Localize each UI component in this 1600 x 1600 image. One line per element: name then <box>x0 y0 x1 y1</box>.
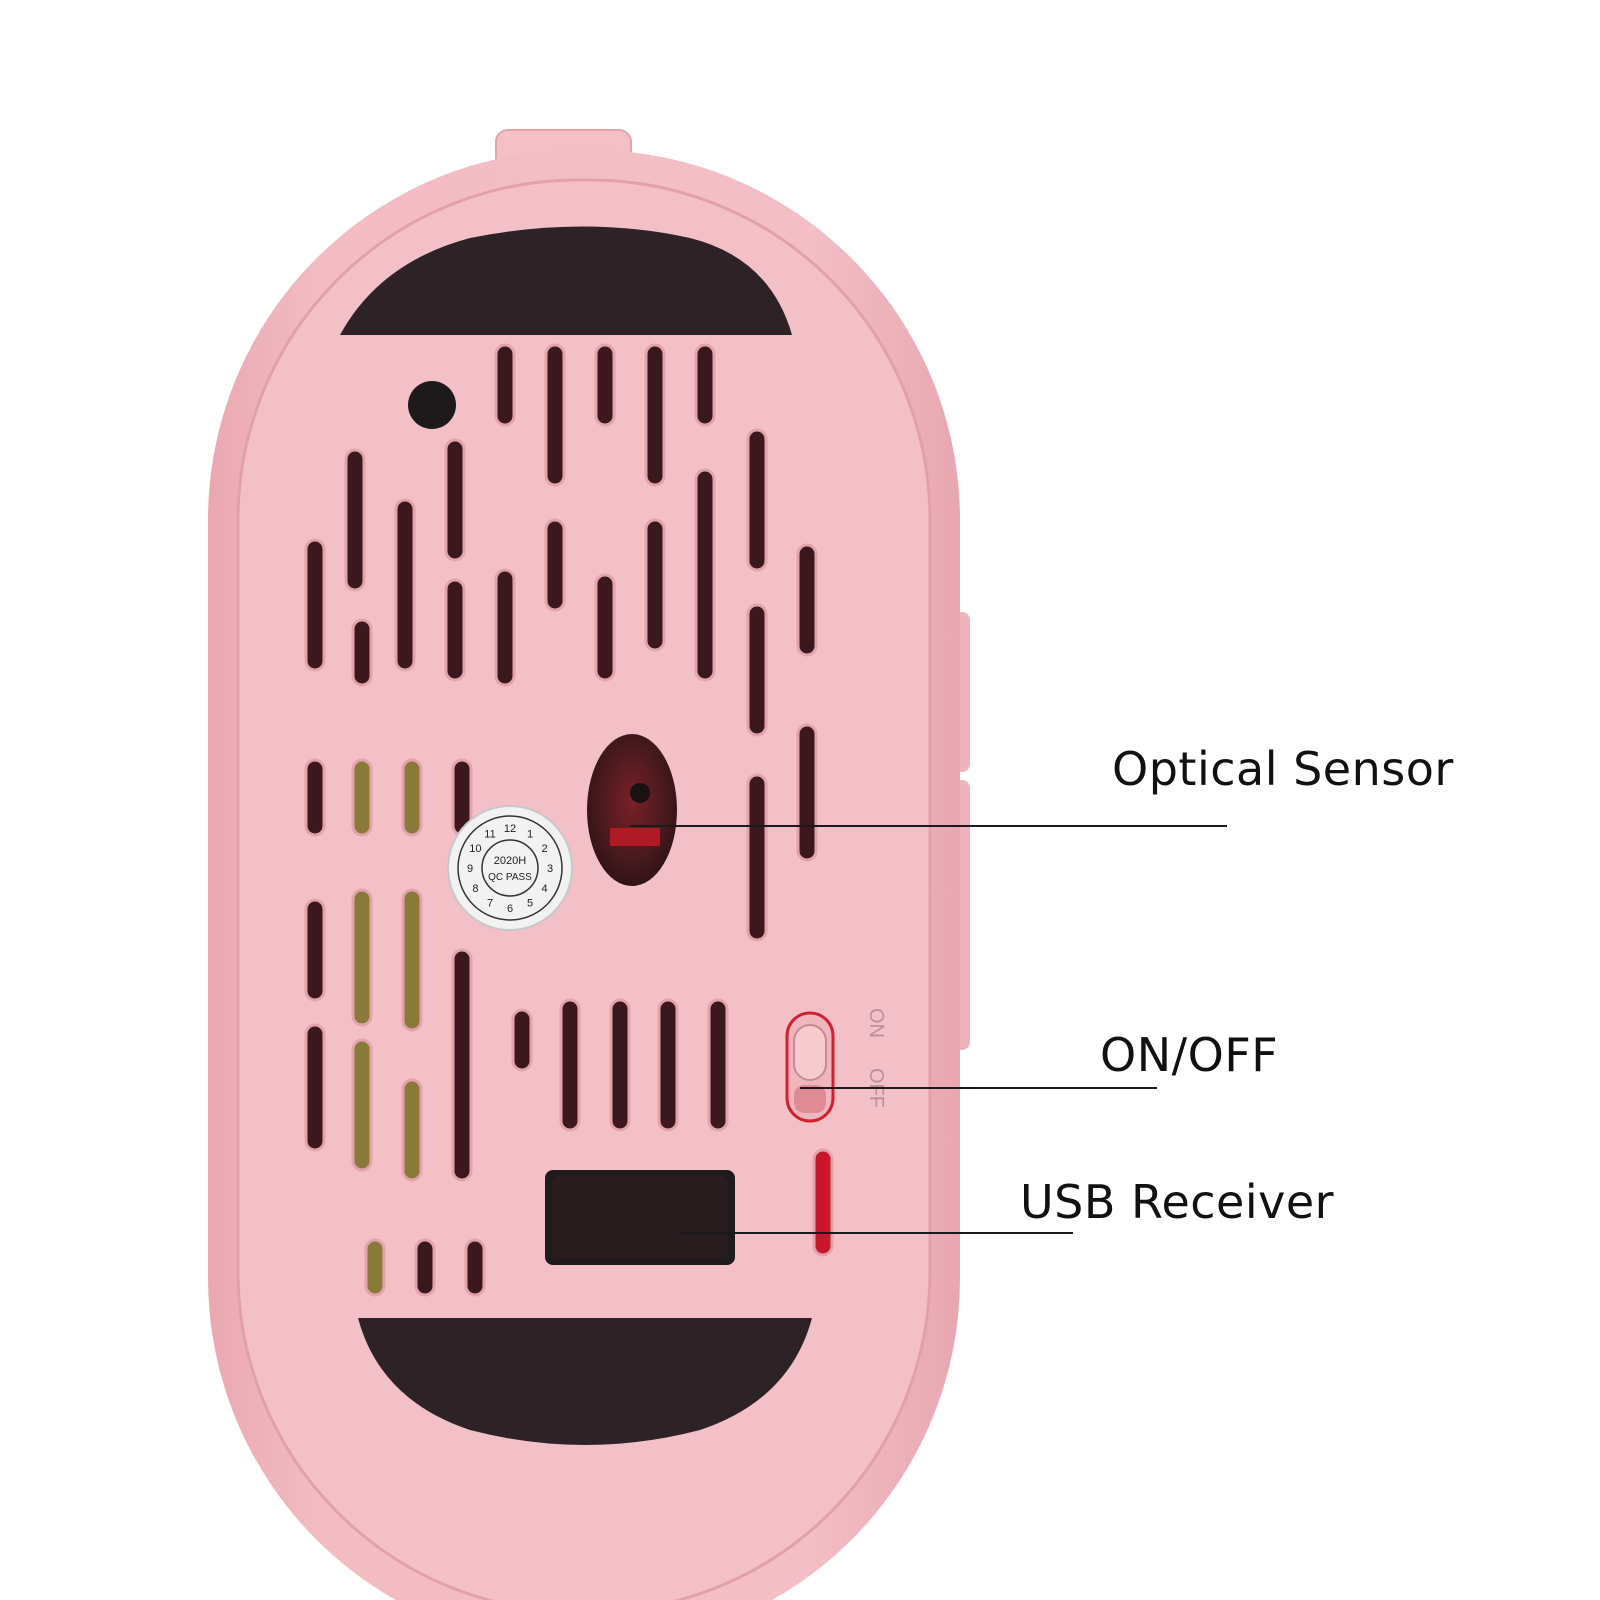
vent-slot <box>304 538 326 672</box>
vent-slot <box>344 448 366 592</box>
vent-slot <box>707 998 729 1132</box>
screw-hole <box>408 381 456 429</box>
vent-slot <box>414 1238 436 1297</box>
power-switch[interactable] <box>785 1011 835 1123</box>
vent-slot <box>694 468 716 682</box>
vent-slot <box>304 898 326 1002</box>
qc-sticker-number: 5 <box>527 898 533 910</box>
qc-sticker-number: 9 <box>467 863 473 875</box>
qc-sticker-number: 2 <box>542 843 548 855</box>
callout-on-off: ON/OFF <box>1100 1028 1279 1082</box>
vent-slot <box>511 1008 533 1072</box>
vent-slot <box>594 573 616 682</box>
qc-sticker-number: 8 <box>472 883 478 895</box>
vent-slot <box>351 888 373 1027</box>
vent-slot <box>644 518 666 652</box>
qc-sticker-number: 1 <box>527 828 533 840</box>
vent-slot <box>451 948 473 1182</box>
vent-slot <box>559 998 581 1132</box>
vent-slot <box>444 438 466 562</box>
vent-slot <box>304 758 326 837</box>
vent-slot <box>746 603 768 737</box>
callout-optical-sensor: Optical Sensor <box>1112 742 1454 796</box>
vent-slot <box>544 518 566 612</box>
qc-sticker-number: 11 <box>484 828 495 840</box>
vent-slot <box>644 343 666 487</box>
callout-line-on-off <box>800 1087 1157 1089</box>
vent-slot <box>594 343 616 427</box>
top-glide-pad <box>340 226 792 335</box>
optical-sensor-led <box>610 828 660 846</box>
qc-sticker-pass: QC PASS <box>488 872 532 883</box>
vent-slot <box>401 888 423 1032</box>
vent-slot <box>464 1238 486 1297</box>
qc-sticker-number: 3 <box>547 863 553 875</box>
callout-line-usb-receiver <box>680 1232 1073 1234</box>
vent-slot <box>351 618 373 687</box>
vent-slot <box>544 343 566 487</box>
vent-slots <box>304 343 834 1297</box>
vent-slot <box>746 773 768 942</box>
vent-slot <box>401 1078 423 1182</box>
bottom-glide-pad <box>358 1318 812 1445</box>
vent-slot <box>796 543 818 657</box>
vent-slot <box>694 343 716 427</box>
vent-slot <box>796 723 818 862</box>
vent-slot <box>444 578 466 682</box>
usb-receiver <box>552 1176 728 1258</box>
vent-slot <box>364 1238 386 1297</box>
vent-slot <box>494 343 516 427</box>
vent-slot <box>494 568 516 687</box>
vent-slot <box>304 1023 326 1152</box>
optical-sensor-lens <box>630 783 650 803</box>
vent-slot <box>657 998 679 1132</box>
qc-sticker-number: 7 <box>487 898 493 910</box>
callout-line-optical-sensor <box>630 825 1227 827</box>
vent-slot <box>394 498 416 672</box>
vent-slot <box>812 1148 834 1257</box>
qc-sticker-date: 2020H <box>494 855 526 867</box>
vent-slot <box>351 1038 373 1172</box>
qc-sticker-number: 12 <box>504 823 516 835</box>
callout-usb-receiver: USB Receiver <box>1020 1175 1335 1229</box>
vent-slot <box>401 758 423 837</box>
switch-label-on: ON <box>865 1008 887 1038</box>
optical-sensor-window <box>587 734 677 886</box>
qc-sticker-number: 4 <box>542 883 548 895</box>
vent-slot <box>746 428 768 572</box>
vent-slot <box>351 758 373 837</box>
vent-slot <box>609 998 631 1132</box>
qc-sticker-number: 6 <box>507 903 513 915</box>
qc-sticker-number: 10 <box>469 843 481 855</box>
